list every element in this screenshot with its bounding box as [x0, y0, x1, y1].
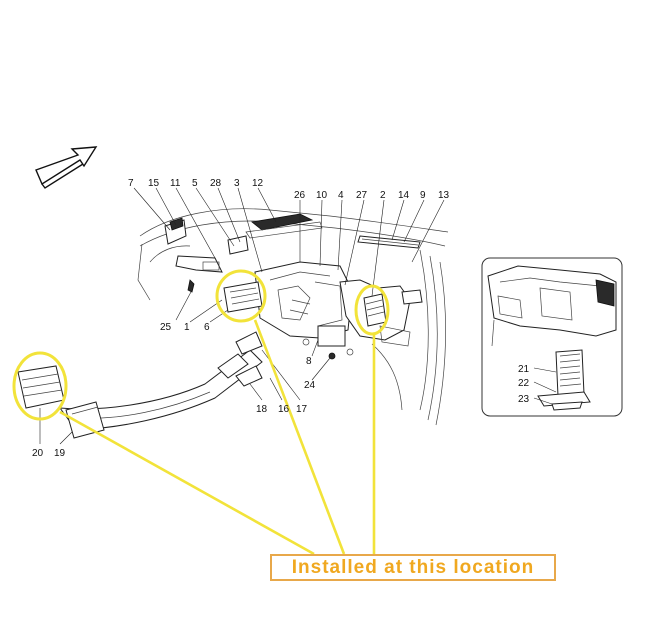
label-20: 20 — [32, 448, 44, 459]
label-24: 24 — [304, 380, 316, 391]
label-23: 23 — [518, 394, 530, 405]
label-7: 7 — [128, 178, 134, 189]
label-17: 17 — [296, 404, 308, 415]
label-25: 25 — [160, 322, 172, 333]
label-5: 5 — [192, 178, 198, 189]
label-14: 14 — [398, 190, 410, 201]
callout-text: Installed at this location — [291, 556, 535, 578]
label-19: 19 — [54, 448, 66, 459]
center-left-vent — [223, 281, 263, 313]
outlet-bracket — [65, 401, 105, 439]
label-4: 4 — [338, 190, 344, 201]
label-9: 9 — [420, 190, 426, 201]
label-28: 28 — [210, 178, 222, 189]
floor-duct — [58, 331, 263, 431]
label-13: 13 — [438, 190, 450, 201]
label-11: 11 — [170, 178, 181, 189]
defroster-vent-grille — [245, 213, 323, 239]
screw-25 — [187, 279, 195, 293]
left-side-duct — [164, 217, 249, 273]
highlight-left-outlet — [12, 351, 68, 421]
leader-lines — [39, 187, 445, 445]
pointer-line-center — [253, 319, 346, 555]
installation-highlights — [12, 269, 390, 556]
left-outlet-vent — [17, 365, 65, 409]
highlight-center-left-vent — [215, 269, 267, 323]
installed-location-callout: Installed at this location — [270, 554, 556, 581]
inset-detail-box — [481, 257, 623, 417]
label-16: 16 — [278, 404, 290, 415]
pointer-line-left — [59, 410, 315, 556]
label-18: 18 — [256, 404, 268, 415]
hvac-housing — [254, 261, 423, 356]
label-15: 15 — [148, 178, 160, 189]
label-1: 1 — [184, 322, 190, 333]
forward-direction-arrow-icon — [35, 146, 98, 189]
label-27: 27 — [356, 190, 368, 201]
label-8: 8 — [306, 356, 312, 367]
label-10: 10 — [316, 190, 328, 201]
label-12: 12 — [252, 178, 264, 189]
label-26: 26 — [294, 190, 306, 201]
highlight-center-right-vent — [354, 284, 390, 336]
label-3: 3 — [234, 178, 240, 189]
right-duct-strip — [357, 235, 421, 249]
label-22: 22 — [518, 378, 530, 389]
label-21: 21 — [518, 364, 530, 375]
label-6: 6 — [204, 322, 210, 333]
part-numbers: 7 15 11 5 28 3 12 26 10 4 27 2 14 9 13 2… — [32, 178, 530, 459]
label-2: 2 — [380, 190, 386, 201]
screw-24 — [328, 352, 336, 360]
center-right-vent — [363, 293, 387, 327]
